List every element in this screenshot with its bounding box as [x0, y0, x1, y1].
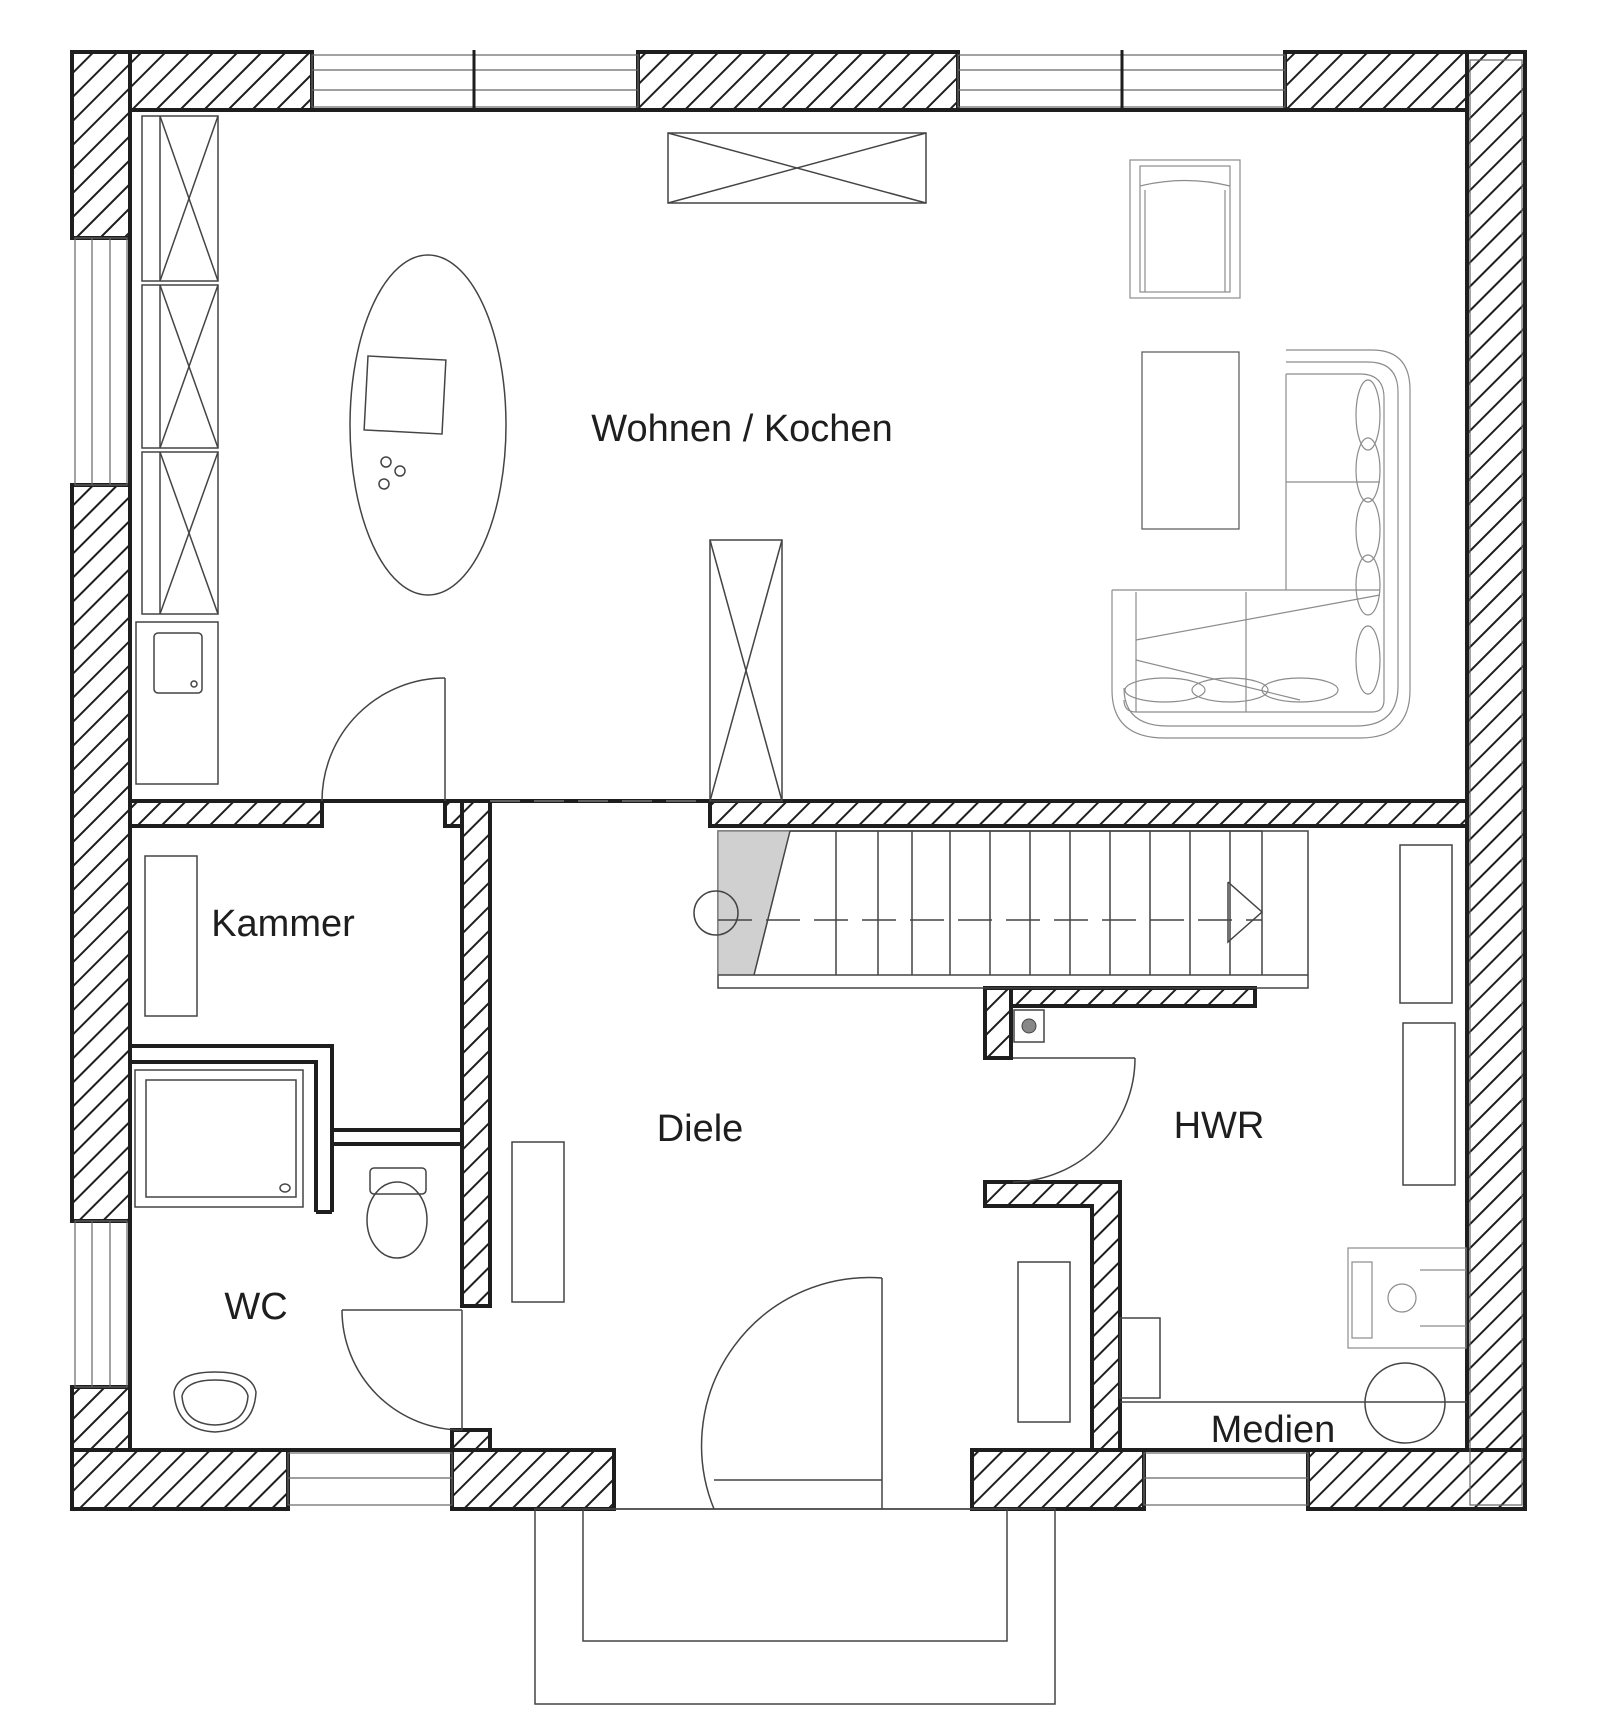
kitchen-cabinets [135, 115, 219, 785]
living-furniture [1111, 159, 1411, 739]
sideboards [667, 132, 927, 802]
label-hwr: HWR [1174, 1105, 1265, 1147]
wall-left-middle [70, 483, 132, 1223]
porch [534, 1508, 1056, 1705]
toilet [366, 1167, 428, 1259]
door-wc [341, 1309, 463, 1431]
label-medien: Medien [1211, 1409, 1336, 1451]
partitions [128, 108, 1469, 1452]
wall-diele-left [460, 799, 492, 1308]
wall-hwr-top [983, 986, 1257, 1008]
exterior-walls [70, 50, 1527, 1511]
interior-walls [128, 799, 1469, 1452]
windows [74, 50, 1523, 1506]
room-labels: Wohnen / Kochen Kammer Diele HWR WC Medi… [211, 408, 1335, 1451]
wall-left-upper [70, 50, 132, 240]
wall-living-bottom [708, 799, 1469, 828]
entrance-door [700, 1276, 883, 1510]
door-hwr [1012, 1057, 1136, 1183]
diele-wardrobe [511, 1141, 565, 1303]
kammer-shelf [144, 855, 198, 1017]
wc-basin [173, 1371, 257, 1433]
wall-wc-corner [450, 1428, 492, 1452]
wall-bottom-left [70, 1448, 290, 1511]
staircase [693, 830, 1309, 989]
wall-right [1465, 50, 1527, 1511]
label-wohnen-kochen: Wohnen / Kochen [591, 408, 892, 450]
label-wc: WC [224, 1286, 287, 1328]
wall-bottom-entry-left [450, 1448, 616, 1511]
wall-top-middle [636, 50, 960, 112]
door-kammer [321, 677, 446, 802]
wall-bottom-right [1306, 1448, 1527, 1511]
hwr-appliances [1119, 844, 1467, 1444]
wall-hwr-stub [983, 986, 1013, 1060]
chimney [1013, 1009, 1045, 1043]
diele-cabinet [1017, 1261, 1071, 1423]
wall-bottom-entry-right [970, 1448, 1146, 1511]
label-diele: Diele [657, 1108, 744, 1150]
wall-hwr-left [983, 1180, 1122, 1452]
label-kammer: Kammer [211, 903, 355, 945]
shower [134, 1069, 304, 1208]
wall-kammer-top [128, 799, 324, 828]
kitchen-island [349, 254, 507, 596]
